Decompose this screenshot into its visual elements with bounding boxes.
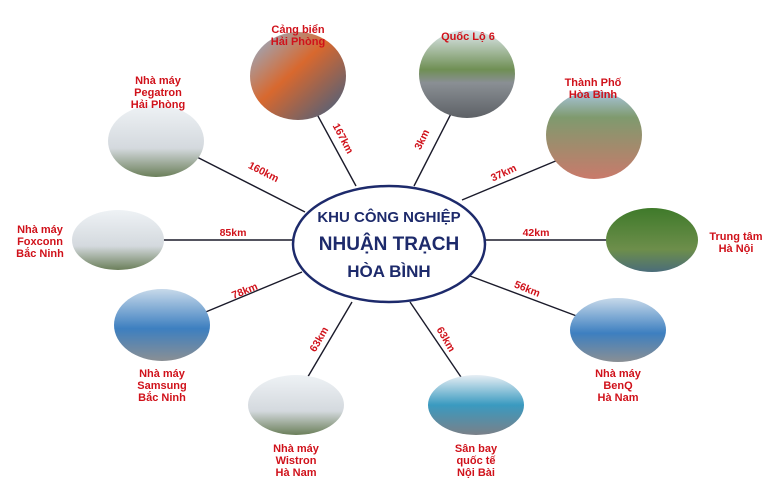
- center-title-line1: KHU CÔNG NGHIỆP: [317, 208, 460, 226]
- line-benq: [469, 275, 583, 319]
- port-photo: [250, 32, 346, 120]
- distance-noi-bai: 63km: [434, 325, 458, 354]
- samsung-photo: [114, 289, 210, 361]
- line-pegatron: [186, 151, 306, 213]
- distance-ha-noi: 42km: [523, 227, 550, 239]
- distance-samsung: 78km: [230, 281, 259, 302]
- line-noi-bai: [409, 301, 464, 381]
- line-wistron: [305, 301, 353, 381]
- distance-foxconn: 85km: [220, 227, 247, 239]
- airport-photo: [428, 375, 524, 435]
- line-cang-bien: [311, 104, 357, 187]
- wistron-photo: [248, 375, 344, 435]
- distance-quoc-lo-6: 3km: [412, 128, 432, 152]
- distance-cang-bien: 167km: [330, 121, 356, 156]
- line-quoc-lo-6: [413, 101, 458, 187]
- connector-lines: [160, 101, 612, 381]
- distance-wistron: 63km: [307, 325, 331, 354]
- turtle-tower-photo: [606, 208, 698, 272]
- highway-photo: [419, 30, 515, 118]
- center-ellipse: [291, 184, 487, 304]
- foxconn-photo: [72, 210, 164, 270]
- center-title-line2: NHUẬN TRẠCH: [319, 233, 459, 255]
- city-photo: [546, 91, 642, 179]
- label-quoc-lo-6: Quốc Lộ 6: [441, 31, 495, 43]
- benq-photo: [570, 298, 666, 362]
- distance-pegatron: 160km: [246, 160, 281, 186]
- pegatron-photo: [108, 105, 204, 177]
- distance-benq: 56km: [512, 279, 541, 300]
- center-title-line3: HÒA BÌNH: [347, 262, 430, 281]
- distance-thanh-pho: 37km: [489, 162, 518, 184]
- line-thanh-pho: [461, 154, 571, 201]
- line-samsung: [195, 271, 303, 317]
